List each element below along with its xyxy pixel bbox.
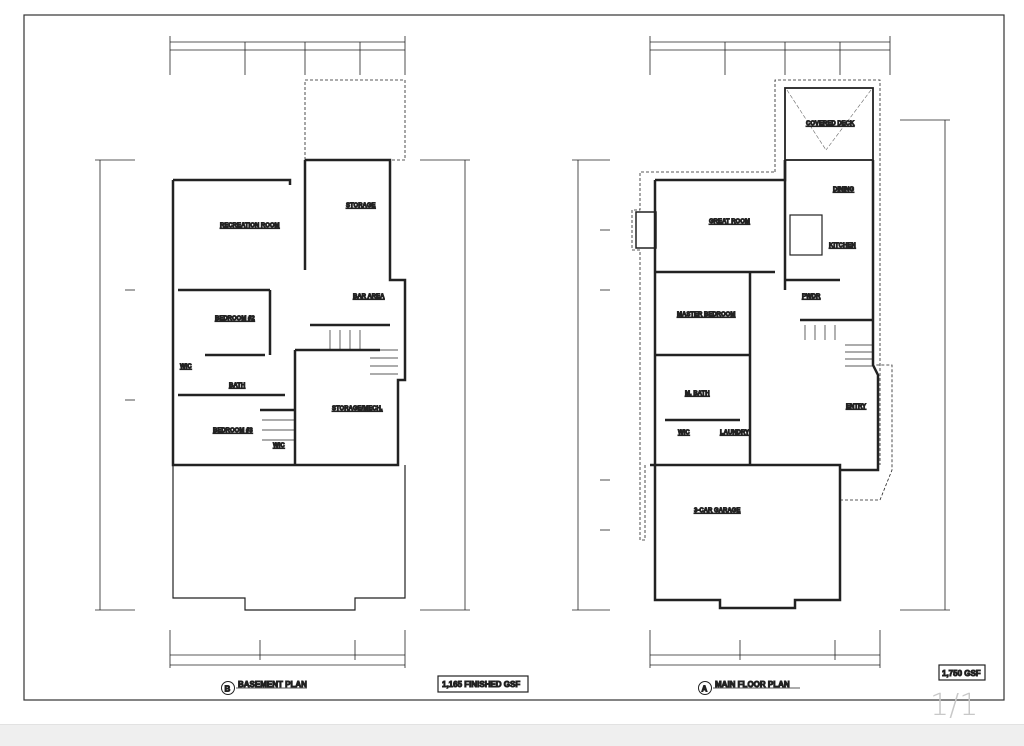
main-floor-plan: COVERED DECK GREAT ROOM DINING KITCHEN M…: [572, 36, 986, 695]
basement-stairs: [262, 330, 398, 441]
room-kitchen: KITCHEN: [829, 243, 856, 249]
room-pwdr: PWDR: [802, 294, 821, 300]
basement-walls: [171, 158, 407, 467]
room-entry: ENTRY: [846, 404, 866, 410]
basement-area-label: 1,165 FINISHED GSF: [442, 680, 520, 689]
room-3-car-garage: 3-CAR GARAGE: [694, 508, 740, 514]
room-covered-deck: COVERED DECK: [806, 121, 855, 127]
room-wic: WIC: [678, 430, 690, 436]
plan-marker-b: B: [225, 685, 231, 694]
viewer-bottom-bar: [0, 724, 1024, 746]
room-great-room: GREAT ROOM: [709, 219, 750, 225]
basement-plan-title: BASEMENT PLAN: [238, 680, 307, 689]
deck-cross: [786, 89, 872, 151]
room-storage: STORAGE: [346, 203, 376, 209]
sheet-border: [23, 14, 1005, 701]
floor-plan-sheet: RECREATION ROOM STORAGE BAR AREA BEDROOM…: [23, 14, 1005, 701]
main-dimensions: [572, 36, 950, 668]
main-floor-plan-title: MAIN FLOOR PLAN: [715, 680, 790, 689]
room-bedroom-3: BEDROOM #3: [213, 428, 253, 434]
room-storage-mech: STORAGE/MECH.: [332, 406, 383, 412]
room-recreation-room: RECREATION ROOM: [220, 223, 280, 229]
room-wic: WIC: [273, 443, 285, 449]
room-bedroom-2: BEDROOM #2: [215, 316, 255, 322]
page-indicator: 1/1: [930, 688, 979, 723]
basement-plan: RECREATION ROOM STORAGE BAR AREA BEDROOM…: [95, 36, 529, 695]
room-bar-area: BAR AREA: [353, 294, 385, 300]
main-stairs: [804, 325, 873, 367]
room-laundry: LAUNDRY: [720, 430, 749, 436]
main-area-label: 1,750 GSF: [942, 669, 981, 678]
plan-marker-a: A: [702, 685, 708, 694]
fireplace: [635, 211, 657, 249]
room-wic: WIC: [180, 364, 192, 370]
room-dining: DINING: [833, 187, 854, 193]
room-master-bath: M. BATH: [685, 391, 710, 397]
basement-unexcavated-outline: [172, 465, 406, 611]
basement-dimensions: [95, 36, 470, 668]
kitchen-island: [789, 214, 823, 256]
room-master-bedroom: MASTER BEDROOM: [677, 312, 735, 318]
room-bath: BATH: [229, 383, 245, 389]
main-walls: [650, 87, 880, 610]
